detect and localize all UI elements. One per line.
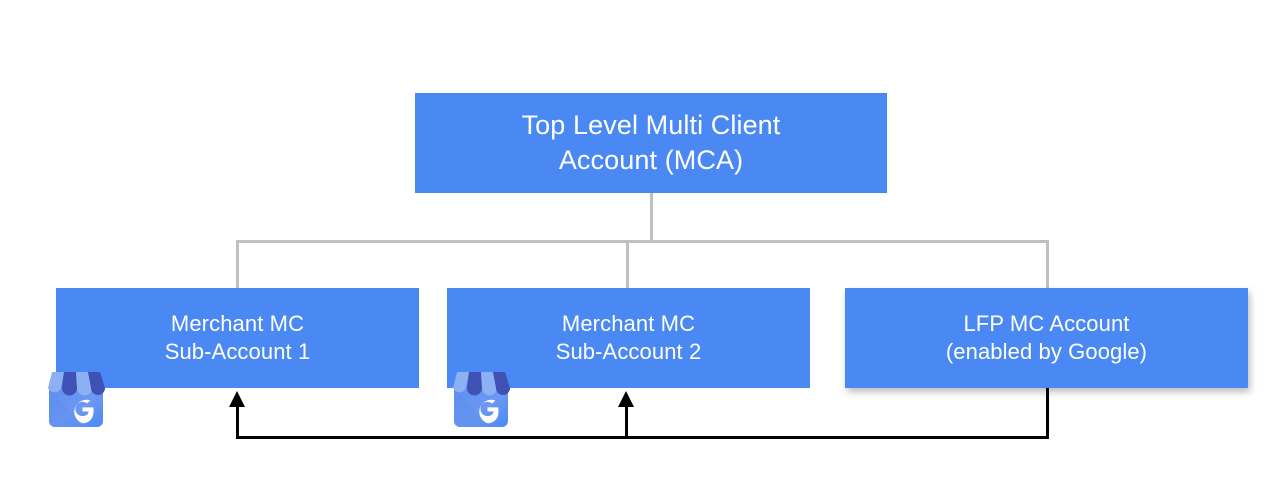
connector-drop-to-sub-account-1 xyxy=(236,240,239,290)
feedback-arrowhead-sub-account-1 xyxy=(229,391,245,407)
connector-horizontal-bus xyxy=(236,240,1049,243)
connector-drop-to-lfp-account xyxy=(1046,240,1049,290)
node-top-level-mca[interactable]: Top Level Multi Client Account (MCA) xyxy=(415,93,887,193)
google-my-business-storefront-icon xyxy=(48,372,105,427)
node-merchant-mc-sub-account-1-label: Merchant MC Sub-Account 1 xyxy=(164,310,311,364)
node-merchant-mc-sub-account-1[interactable]: Merchant MC Sub-Account 1 xyxy=(56,288,419,388)
node-lfp-mc-account[interactable]: LFP MC Account (enabled by Google) xyxy=(845,288,1248,388)
feedback-arrowhead-sub-account-2 xyxy=(618,391,634,407)
connector-trunk-from-top-mca xyxy=(650,193,653,243)
feedback-connector-horizontal xyxy=(236,436,1049,439)
feedback-connector-riser-sub-account-2 xyxy=(625,400,628,438)
node-top-level-mca-label: Top Level Multi Client Account (MCA) xyxy=(521,110,781,175)
node-lfp-mc-account-label: LFP MC Account (enabled by Google) xyxy=(945,310,1148,364)
node-merchant-mc-sub-account-2[interactable]: Merchant MC Sub-Account 2 xyxy=(447,288,810,388)
feedback-connector-from-lfp xyxy=(1046,388,1049,439)
node-merchant-mc-sub-account-2-label: Merchant MC Sub-Account 2 xyxy=(555,310,702,364)
connector-drop-to-sub-account-2 xyxy=(626,240,629,290)
google-my-business-storefront-icon xyxy=(453,372,510,427)
feedback-connector-riser-sub-account-1 xyxy=(236,400,239,438)
